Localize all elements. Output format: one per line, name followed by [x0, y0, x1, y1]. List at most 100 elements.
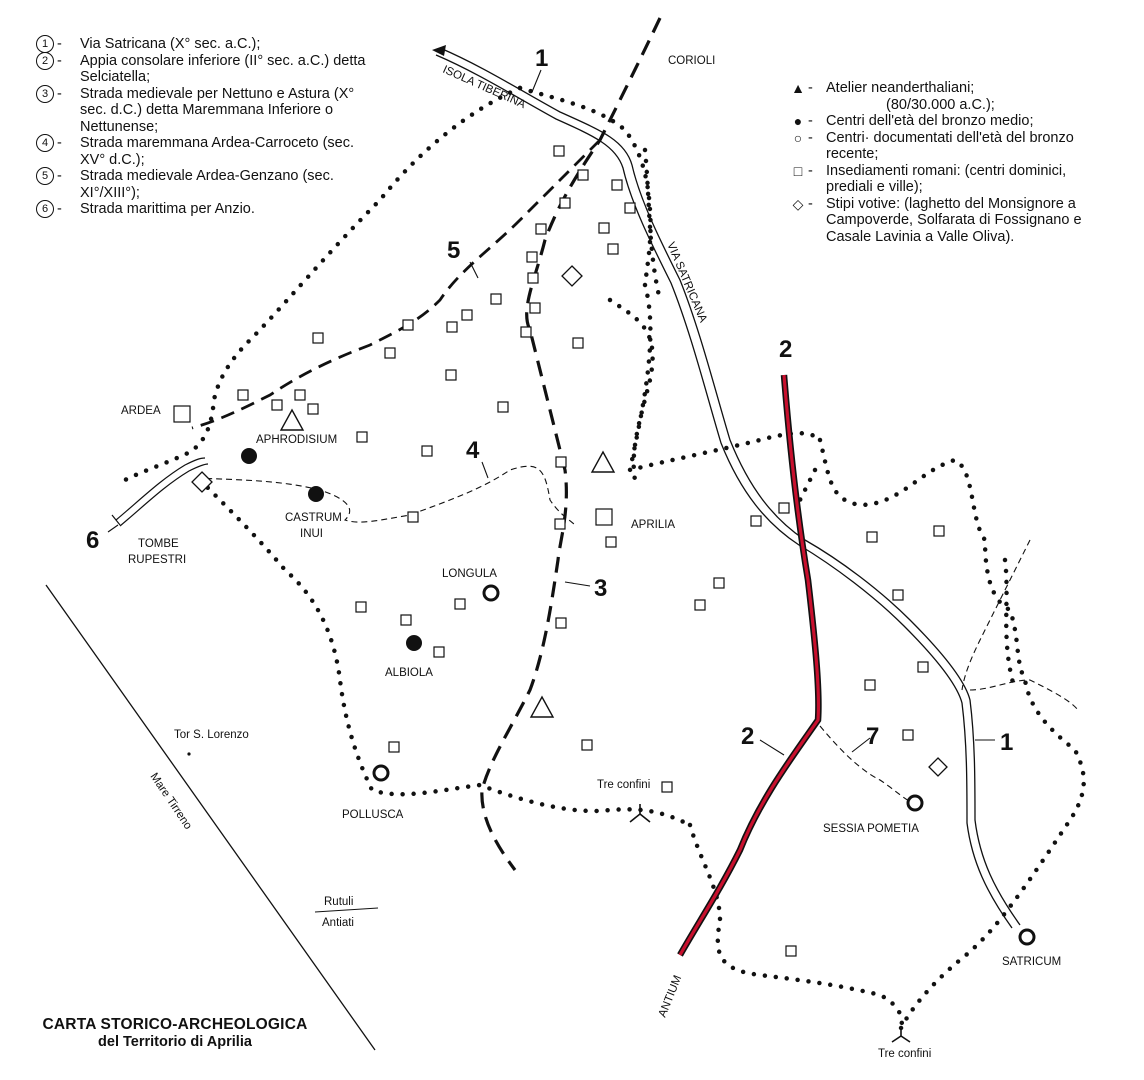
square-icon: [526, 251, 538, 263]
square-icon: [598, 222, 610, 234]
rutuli-antiati-border: [314, 907, 379, 913]
legend-site-text-cont: (80/30.000 a.C.);: [886, 96, 995, 113]
minor-road: [969, 679, 1079, 711]
label-ardea: ARDEA: [121, 405, 161, 417]
legend-sites: ▲- Atelier neanderthaliani; (80/30.000 a…: [790, 80, 1110, 245]
square-icon: [902, 729, 914, 741]
legend-site-item: ▲- Atelier neanderthaliani; (80/30.000 a…: [790, 80, 1110, 113]
boundary-marker-icon: [891, 1028, 911, 1043]
filled-circle-icon: [308, 486, 324, 502]
square-icon: [713, 577, 725, 589]
diamond-icon: [928, 757, 948, 777]
square-icon: [750, 515, 762, 527]
label-corioli: CORIOLI: [668, 55, 715, 67]
arrow-icon: [432, 45, 446, 56]
legend-route-text: Strada medievale per Nettuno e Astura (X…: [80, 85, 355, 135]
square-icon: [553, 145, 565, 157]
square-icon: [388, 741, 400, 753]
square-icon: [933, 525, 945, 537]
square-icon: [445, 369, 457, 381]
square-icon: [611, 179, 623, 191]
legend-site-text: Insediamenti romani: (centri dominici, p…: [826, 162, 1067, 196]
square-icon: [384, 347, 396, 359]
square-icon: [624, 202, 636, 214]
label-inui: INUI: [300, 528, 323, 540]
route-number-6: 6: [86, 527, 99, 554]
tor-s-lorenzo-marker: [187, 752, 191, 756]
bronze-middle-centers: [241, 448, 422, 651]
circled-number-icon: 1: [36, 35, 54, 53]
label-aprilia: APRILIA: [631, 519, 675, 531]
map-title-line1: CARTA STORICO-ARCHEOLOGICA: [42, 1016, 308, 1033]
square-icon: [520, 326, 532, 338]
label-longula: LONGULA: [442, 568, 497, 580]
square-icon: [577, 169, 589, 181]
square-icon: [661, 781, 673, 793]
label-tor-s-lorenzo: Tor S. Lorenzo: [174, 729, 249, 741]
legend-route-text: Strada maremmana Ardea-Carroceto (sec. X…: [80, 135, 354, 168]
square-icon: [461, 309, 473, 321]
square-icon: [497, 401, 509, 413]
bronze-recent-centers: [372, 584, 1036, 946]
square-icon: [407, 511, 419, 523]
square-icon: [555, 617, 567, 629]
triangle-icon: [590, 450, 616, 473]
filled-circle-icon: ●: [793, 113, 803, 129]
votive-deposits: [191, 265, 948, 777]
square-icon: [607, 243, 619, 255]
label-albiola: ALBIOLA: [385, 667, 433, 679]
legend-route-text: Strada medievale Ardea-Genzano (sec. XI°…: [80, 168, 334, 201]
open-circle-icon: [482, 584, 500, 602]
via-satricana-road: [435, 47, 1021, 929]
map-title: CARTA STORICO-ARCHEOLOGICA del Territori…: [20, 1016, 330, 1050]
square-icon: [356, 431, 368, 443]
square-icon: [866, 531, 878, 543]
square-icon: [595, 508, 613, 526]
boundary-marker-icon: [629, 804, 651, 823]
neanderthal-ateliers: [279, 408, 616, 718]
square-icon: [307, 403, 319, 415]
route-leaders: [107, 69, 995, 756]
minor-road: [961, 539, 1031, 691]
label-satricum: SATRICUM: [1002, 956, 1061, 968]
coastline: [45, 584, 376, 1051]
route-7-road: [819, 725, 916, 805]
legend-site-text: Centri· documentati dell'età del bronzo …: [826, 129, 1074, 163]
square-icon: [694, 599, 706, 611]
open-circle-icon: [906, 794, 924, 812]
legend-route-text: Strada marittima per Anzio.: [80, 201, 255, 217]
square-icon: [581, 739, 593, 751]
square-icon: [605, 536, 617, 548]
legend-site-text: Atelier neanderthaliani;: [826, 80, 975, 96]
square-icon: [529, 302, 541, 314]
route-number-2: 2: [741, 723, 754, 750]
square-icon: [454, 598, 466, 610]
label-pollusca: POLLUSCA: [342, 809, 404, 821]
square-icon: [864, 679, 876, 691]
route-6-road: [115, 457, 209, 527]
square-icon: [527, 272, 539, 284]
route-5-road: [191, 139, 601, 430]
square-icon: [402, 319, 414, 331]
square-icon: [237, 389, 249, 401]
square-icon: [271, 399, 283, 411]
circled-number-icon: 5: [36, 167, 54, 185]
label-rupestri: RUPESTRI: [128, 554, 186, 566]
square-icon: [555, 456, 567, 468]
label-isola-tiberina: ISOLA TIBERINA: [441, 64, 528, 111]
label-rutuli: Rutuli: [324, 896, 353, 908]
route-number-2: 2: [779, 336, 792, 363]
route-number-5: 5: [447, 237, 460, 264]
square-icon: [778, 502, 790, 514]
square-icon: [446, 321, 458, 333]
square-icon: [294, 389, 306, 401]
territory-boundary: [122, 85, 1086, 1033]
legend-route-text: Appia consolare inferiore (II° sec. a.C.…: [80, 52, 366, 86]
square-icon: [400, 614, 412, 626]
legend-route-item: 2- Appia consolare inferiore (II° sec. a…: [36, 51, 372, 86]
square-icon: [312, 332, 324, 344]
square-icon: [917, 661, 929, 673]
triangle-icon: [279, 408, 305, 431]
legend-site-item: ○- Centri· documentati dell'età del bron…: [790, 130, 1110, 163]
